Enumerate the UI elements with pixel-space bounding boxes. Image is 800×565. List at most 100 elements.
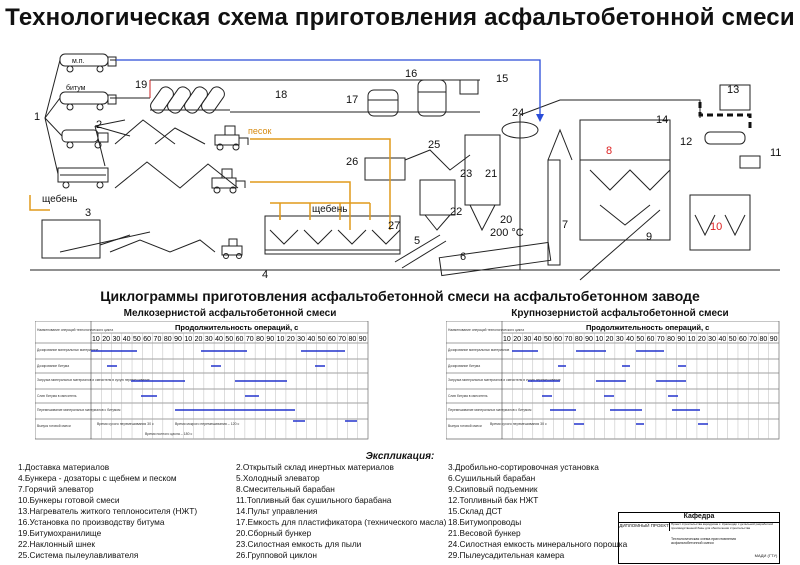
explication-item: 19.Битумохранилище	[18, 528, 102, 538]
fine-note-0: Время сухого перемешивания 30 с	[97, 422, 154, 426]
njt-heater-icon	[719, 84, 751, 111]
scheme-num-13: 13	[727, 84, 739, 96]
loader-1-icon	[214, 125, 249, 151]
fine-tick-label: 20	[195, 336, 203, 343]
scheme-num-2: 2	[96, 119, 102, 131]
fuel-tank-njt-icon	[704, 131, 746, 145]
explication-item: 4.Бункера - дозаторы с щебнем и песком	[18, 473, 177, 483]
fine-tick-label: 30	[205, 336, 213, 343]
fine-tick-label: 80	[256, 336, 264, 343]
explication-item: 22.Наклонный шнек	[18, 539, 95, 549]
coarse-tick-label: 60	[739, 336, 747, 343]
coarse-tick-label: 20	[698, 336, 706, 343]
scheme-num-18: 18	[275, 89, 287, 101]
explication-item: 29.Пылеусадительная камера	[448, 550, 565, 560]
fine-tick-label: 10	[92, 336, 100, 343]
explication-item: 21.Весовой бункер	[448, 528, 521, 538]
process-scheme: 8 10 м.п. битум песок щебень щебень 200 …	[29, 53, 781, 281]
coarse-row-5: Перемешивание минеральных материалов с б…	[448, 408, 532, 412]
explication-item: 13.Нагреватель житкого теплоносителя (НЖ…	[18, 506, 198, 516]
cold-elevator-icon	[394, 234, 447, 269]
explication-item: 17.Емкость для пластификатора (техническ…	[236, 517, 447, 527]
explication-item: 23.Силостная емкость для пыли	[236, 539, 362, 549]
scheme-num-9: 9	[646, 231, 652, 243]
label-shcheben-1: щебень	[42, 193, 77, 205]
scheme-num-22: 22	[450, 206, 462, 218]
coarse-tick-label: 80	[575, 336, 583, 343]
fuel-tank-dryer-icon	[739, 155, 761, 169]
coarse-tick-label: 50	[729, 336, 737, 343]
coarse-tick-label: 70	[657, 336, 665, 343]
stockpile-2-icon	[114, 161, 239, 189]
scheme-num-10: 10	[710, 221, 722, 233]
dust-collection-icon	[364, 134, 501, 232]
explication-item: 7.Горячий элеватор	[18, 484, 94, 494]
fine-tick-label: 10	[184, 336, 192, 343]
coarse-tick-label: 80	[667, 336, 675, 343]
scheme-num-20: 20	[500, 214, 512, 226]
explication-item: 10.Бункеры готовой смеси	[18, 495, 120, 505]
label-bitum: битум	[66, 84, 86, 92]
fine-tick-label: 40	[307, 336, 315, 343]
coarse-tick-label: 80	[759, 336, 767, 343]
label-temperature: 200 °C	[490, 227, 524, 239]
explication-item: 5.Холодный элеватор	[236, 473, 320, 483]
coarse-tick-label: 20	[606, 336, 614, 343]
scheme-num-25: 25	[428, 139, 440, 151]
scheme-num-7: 7	[562, 219, 568, 231]
coarse-tick-label: 50	[636, 336, 644, 343]
fine-header: Продолжительность операций, с	[175, 323, 298, 332]
fine-row-2: Дозирование битума	[37, 364, 69, 368]
scheme-num-24: 24	[512, 107, 524, 119]
explication-item: 12.Топливный бак НЖТ	[448, 495, 539, 505]
scheme-num-19: 19	[135, 79, 147, 91]
plasticizer-tank-icon	[367, 89, 399, 117]
coarse-row-3: Загрузка минеральных материалов и смесит…	[448, 378, 561, 382]
explication-title: Экспликация:	[365, 451, 435, 462]
scheme-num-1: 1	[34, 111, 40, 123]
fine-row-6: Выпуск готовой смеси	[37, 424, 71, 428]
scheme-num-3: 3	[85, 207, 91, 219]
coarse-tick-label: 10	[595, 336, 603, 343]
coarse-note-0: Время сухого перемешивания 30 с	[490, 422, 547, 426]
scheme-num-26: 26	[346, 156, 358, 168]
scheme-num-27: 27	[388, 220, 400, 232]
label-mp: м.п.	[72, 58, 85, 65]
railway-wagon-icon	[57, 167, 109, 189]
explication-item: 18.Битумопроводы	[448, 517, 522, 527]
fine-cyclogram-title: Мелкозернистой асфальтобетонной смеси	[123, 308, 337, 319]
coarse-tick-label: 70	[565, 336, 573, 343]
coarse-tick-label: 30	[616, 336, 624, 343]
stamp-org: МАДИ (ГТУ)	[754, 553, 778, 558]
fine-tick-label: 70	[338, 336, 346, 343]
bitumen-unit-icon	[417, 79, 447, 117]
coarse-header: Продолжительность операций, с	[586, 323, 709, 332]
title-block: Кафедра ДИПЛОМНЫЙ ПРОЕКТ Проект строител…	[618, 512, 780, 564]
coarse-tick-label: 40	[534, 336, 542, 343]
page-title: Технологическая схема приготовления асфа…	[5, 4, 795, 31]
fine-tick-label: 50	[133, 336, 141, 343]
scheme-num-12: 12	[680, 136, 692, 148]
fine-row-1: Дозирование минеральных материалов	[37, 348, 99, 352]
coarse-tick-label: 30	[524, 336, 532, 343]
scheme-num-8: 8	[606, 145, 612, 157]
hot-elevator-icon	[547, 128, 573, 266]
explication-item: 2.Открытый склад инертных материалов	[236, 462, 394, 472]
coarse-tick-label: 90	[770, 336, 778, 343]
fine-tick-label: 90	[174, 336, 182, 343]
fine-tick-label: 60	[236, 336, 244, 343]
coarse-row-1: Дозирование минеральных материалов	[448, 348, 510, 352]
fine-row-5: Перемешивание минеральных материалов с б…	[37, 408, 121, 412]
fine-note-2: Время полного цикла – 180 с	[145, 432, 193, 436]
loader-2-icon	[211, 168, 246, 194]
fine-tick-label: 60	[143, 336, 151, 343]
fine-row-0: Наименование операций технологического ц…	[37, 328, 113, 332]
explication-item: 15.Склад ДСТ	[448, 506, 503, 516]
coarse-tick-label: 20	[513, 336, 521, 343]
scheme-num-14: 14	[656, 114, 668, 126]
explication-item: 24.Силостная емкость минерального порошк…	[448, 539, 628, 549]
explication-item: 20.Сборный бункер	[236, 528, 312, 538]
scheme-num-4: 4	[262, 269, 268, 281]
stockpile-1-icon	[114, 119, 206, 145]
